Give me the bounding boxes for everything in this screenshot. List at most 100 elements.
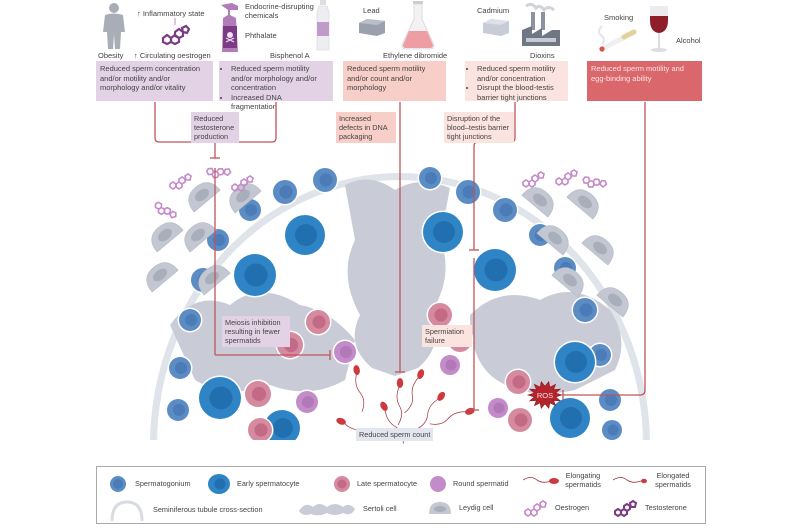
elongating-spermatid-icon [523,476,559,484]
early-cell [548,396,592,440]
late-cell [506,406,534,434]
sg-cell [597,387,623,413]
leydig-cell [229,183,262,214]
lead-label: Lead [363,6,380,15]
edc-effect-item: Increased DNA fragmentation [231,93,329,112]
late-spermatocyte-icon [334,476,350,492]
oestrogen-molecule-icon [161,18,190,46]
bpa-label: Bisphenol A [270,51,310,60]
early-spermatocyte-icon [208,474,230,494]
spermatid [415,391,446,430]
leydig-cell [566,189,599,220]
edc-effect-item: Reduced sperm motility and/or morphology… [231,64,329,93]
leydig-cell [146,262,179,293]
late-cell [243,379,273,409]
cadmium-effect-box: Reduced sperm motility and/or concentrat… [465,61,568,102]
cadmium-effect-item: Reduced sperm motility and/or concentrat… [477,64,564,83]
oestrogen-molecule [522,171,545,188]
legend-oestrogen: Oestrogen [523,499,589,517]
lead-block-icon [359,19,385,36]
legend-elongating-spermatids: Elongating spermatids [523,471,603,489]
legend-leydig: Leydig cell [427,499,493,517]
leydig-cell [581,235,614,266]
btb-mechanism-tag: Disruption of the blood–testis barrier t… [444,112,514,143]
factory-icon [522,2,560,46]
testosterone-molecule-icon [614,499,638,517]
lifestyle-effect-box: Reduced sperm motility and egg-binding a… [587,61,702,101]
meiosis-mechanism-tag: Meiosis inhibition resulting in fewer sp… [222,316,290,347]
sertoli-cell-icon [299,504,355,516]
legend-sertoli: Sertoli cell [297,499,397,519]
round-cell [294,389,320,415]
oestrogen-molecule [154,201,177,219]
leydig-cell [551,267,584,298]
late-cell [504,368,532,396]
legend-early-spermatocyte: Early spermatocyte [207,473,299,495]
sg-cell [177,307,203,333]
legend-round-spermatid: Round spermatid [429,475,509,493]
leydig-cell [521,187,554,218]
spermatogonium-icon [110,476,126,492]
oestrogen-molecule-icon [524,500,547,517]
oestrogen-molecule [231,175,254,192]
obesity-effect-box: Reduced sperm concentration and/or motil… [96,61,213,101]
leydig-cell [188,182,221,213]
legend-tubule: Seminiferous tubule cross-section [109,499,263,521]
ros-label: ROS [537,391,553,400]
sg-cell [600,418,624,440]
round-spermatid-icon [430,476,446,492]
sg-cell [167,355,193,381]
dna-mechanism-tag: Increased defects in DNA packaging [336,112,396,143]
inhibition-lines [154,102,646,411]
legend: Spermatogonium Early spermatocyte Late s… [96,466,706,524]
late-cell [426,301,454,329]
leydig-cell [151,222,184,253]
flask-icon [401,1,435,50]
cadmium-block-icon [483,19,509,36]
ethylene-label: Ethylene dibromide [383,51,448,60]
early-cell [553,340,597,384]
cadmium-effect-item: Disrupt the blood-testis barrier tight j… [477,83,564,102]
round-cell [332,339,358,365]
edc-effect-box: Reduced sperm motility and/or morphology… [219,61,333,111]
legend-late-spermatocyte: Late spermatocyte [333,475,417,493]
legend-spermatogonium: Spermatogonium [109,475,191,493]
oestrogen-molecule [169,173,192,190]
sg-cell [417,165,443,191]
oestrogen-label: ↑ Circulating oestrogen [134,51,211,60]
late-cell [246,416,274,440]
ros-burst: ROS [527,381,563,409]
leydig-cell [184,222,217,253]
early-cell [283,213,327,257]
sg-cell [454,178,482,206]
dioxins-label: Dioxins [530,51,555,60]
early-cell [232,252,278,298]
leydig-cell [536,225,569,256]
legend-elongated-spermatids: Elongated spermatids [613,471,693,489]
early-cell [421,210,465,254]
smoking-label: Smoking [604,13,634,22]
sg-cell [205,227,231,253]
testosterone-mechanism-tag: Reduced testosterone production [191,112,239,143]
alcohol-label: Alcohol [676,36,701,45]
oestrogen-molecule [205,167,232,179]
obesity-label: Obesity [98,51,124,60]
spermatid [396,378,404,426]
spermatid [353,365,365,412]
oestrogen-molecule [555,169,578,186]
sg-cell [271,178,299,206]
inflammatory-label: ↑ Inflammatory state [137,9,205,18]
elongated-spermatid-icon [613,476,647,483]
human-body-icon [103,3,125,49]
sg-cell [311,166,339,194]
leydig-cell-icon [429,502,451,514]
spermatid [404,369,425,414]
early-cell [197,375,243,421]
cigarette-icon [598,25,637,52]
spray-bottle-icon [221,3,238,52]
edc-title: Endocrine-disrupting chemicals [245,2,314,20]
spermiation-mechanism-tag: Spermiation failure [422,325,472,347]
oestrogen-molecule [582,176,608,188]
round-cell [438,353,462,377]
phthalate-label: Phthalate [245,31,277,40]
